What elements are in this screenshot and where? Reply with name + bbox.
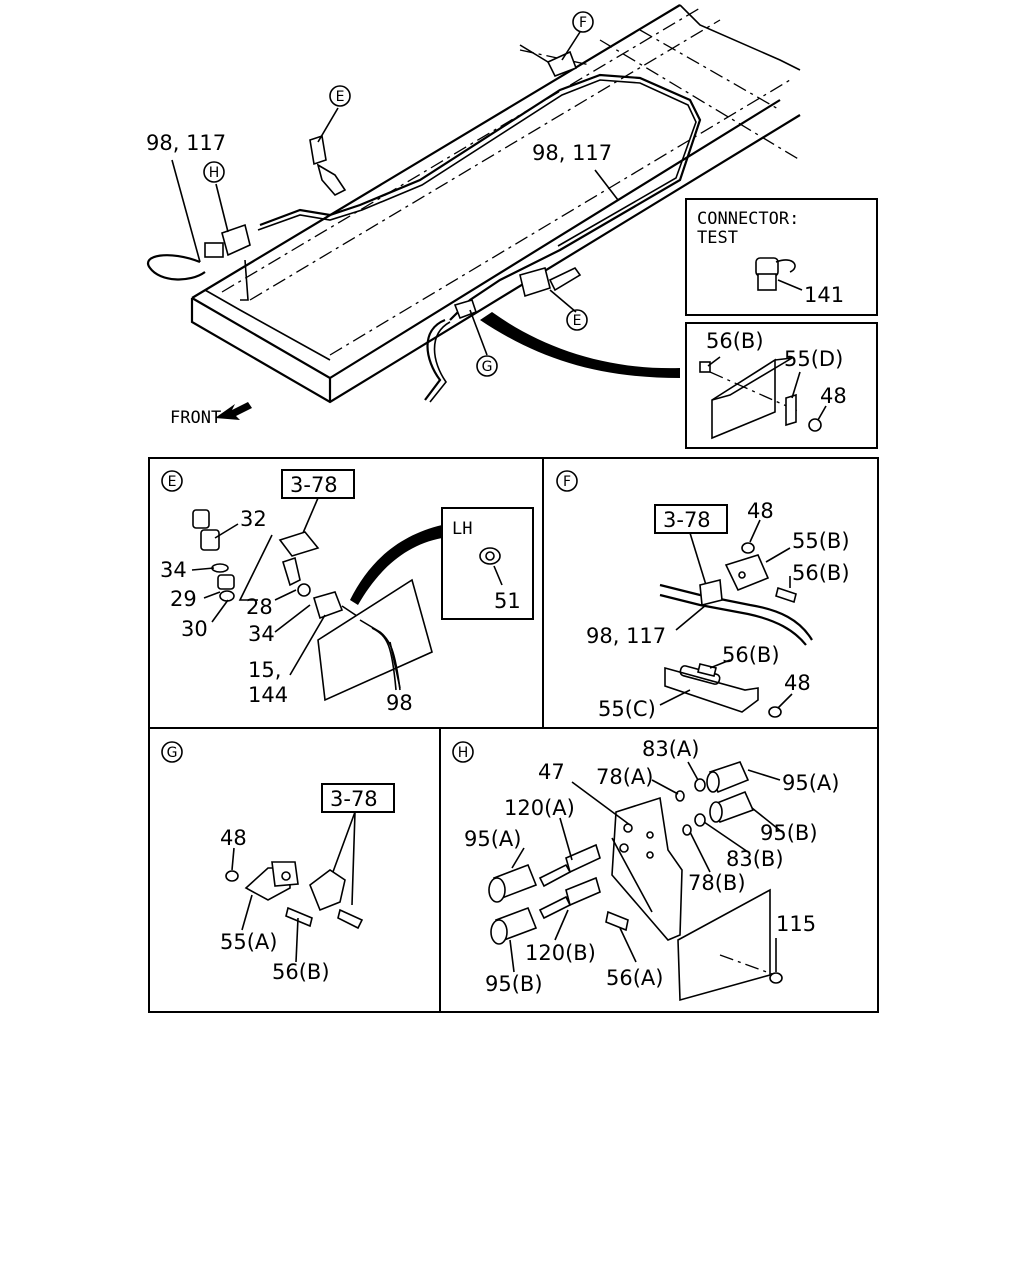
panel-e-callout: E [168, 474, 177, 490]
connector-subtitle: TEST [697, 228, 738, 248]
part-141: 141 [804, 283, 844, 307]
panel-h-56a: 56(A) [606, 966, 663, 990]
front-arrow-icon [215, 402, 252, 420]
panel-g: G 3-78 48 55(A) 56(B) [161, 741, 395, 984]
connector-test-box: CONNECTOR: TEST 141 [685, 198, 878, 316]
panel-e-28: 28 [246, 595, 273, 619]
bracket-55d: 55(D) [784, 347, 843, 371]
callout-e-top: E [336, 89, 345, 105]
panel-f-48b: 48 [784, 671, 811, 695]
callout-h: H [209, 165, 220, 181]
panel-f-55c: 55(C) [598, 697, 656, 721]
callout-f: F [579, 15, 587, 31]
panel-f: F 3-78 48 55(B) 56(B) 98, 117 56(B) 48 5… [556, 470, 850, 721]
bracket-box: 56(B) 55(D) 48 [685, 322, 878, 449]
panel-grid [148, 457, 879, 1013]
panel-h-47: 47 [538, 760, 565, 784]
panel-h-95a-l: 95(A) [464, 827, 521, 851]
callout-g: G [482, 359, 493, 375]
callout-f-circle [572, 11, 594, 33]
callout-g-circle [476, 355, 498, 377]
panel-f-ref: 3-78 [663, 508, 711, 532]
panel-h-callout: H [458, 745, 469, 761]
panel-e-98: 98 [386, 691, 413, 715]
panel-h-83a: 83(A) [642, 737, 699, 761]
panel-f-56b-b: 56(B) [722, 643, 780, 667]
bracket-56b: 56(B) [706, 329, 764, 353]
bracket-48: 48 [820, 384, 847, 408]
panel-f-98-117: 98, 117 [586, 624, 666, 648]
panel-g-48: 48 [220, 826, 247, 850]
panel-h: H [452, 737, 839, 1002]
panel-g-ref: 3-78 [330, 787, 378, 811]
label-98-117-left: 98, 117 [146, 131, 226, 155]
panel-h-83b: 83(B) [726, 847, 784, 871]
front-label: FRONT [170, 408, 221, 428]
panel-h-120b: 120(B) [525, 941, 596, 965]
panel-e-34a: 34 [160, 558, 187, 582]
panel-f-48a: 48 [747, 499, 774, 523]
panel-e-51: 51 [494, 589, 521, 613]
panel-e-ref: 3-78 [290, 473, 338, 497]
panel-h-78a: 78(A) [596, 765, 653, 789]
frame-overview: F E H E G 98, 117 98, 117 FRONT [146, 4, 801, 428]
panel-e-144: 144 [248, 683, 288, 707]
panel-h-95b-l: 95(B) [485, 972, 543, 996]
callout-e-right: E [573, 313, 582, 329]
callout-e-right-circle [566, 309, 588, 331]
panel-g-callout: G [167, 745, 178, 761]
panel-e: E 3-78 LH 51 [160, 469, 534, 715]
panel-h-78b: 78(B) [688, 871, 746, 895]
panel-h-95b-r: 95(B) [760, 821, 818, 845]
label-98-117-right: 98, 117 [532, 141, 612, 165]
panel-e-32: 32 [240, 507, 267, 531]
panel-h-120a: 120(A) [504, 796, 575, 820]
connector-title: CONNECTOR: [697, 209, 799, 229]
panel-f-55b: 55(B) [792, 529, 850, 553]
panel-e-34b: 34 [248, 622, 275, 646]
panel-g-55a: 55(A) [220, 930, 277, 954]
panel-f-callout: F [563, 474, 571, 490]
panel-g-56b: 56(B) [272, 960, 330, 984]
panel-e-lh: LH [452, 519, 472, 539]
panel-h-95a-r: 95(A) [782, 771, 839, 795]
callout-h-circle [203, 161, 225, 183]
panel-f-56b-a: 56(B) [792, 561, 850, 585]
panel-e-15: 15, [248, 658, 281, 682]
callout-e-top-circle [329, 85, 351, 107]
panel-e-29: 29 [170, 587, 197, 611]
panel-e-30: 30 [181, 617, 208, 641]
panel-h-115: 115 [776, 912, 816, 936]
